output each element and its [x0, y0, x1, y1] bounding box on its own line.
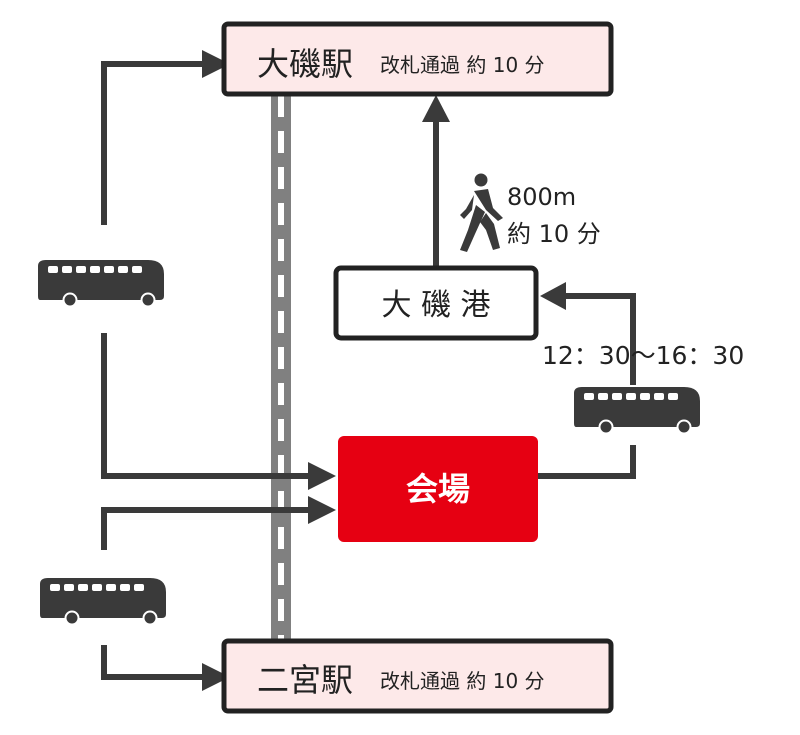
venue-box: 会場: [338, 436, 538, 542]
bus-to-venue-line-lower: [101, 507, 312, 550]
ninomiya-station-box: 二宮駅 改札通過 約 10 分: [221, 638, 614, 714]
walk-distance: 800m: [507, 183, 576, 211]
arrowhead-to-port: [540, 282, 566, 310]
oiso-station-name: 大磯駅: [257, 45, 353, 83]
arrowhead-to-oiso: [202, 50, 230, 78]
oiso-station-to-bus-line: [101, 61, 206, 225]
ninomiya-station-note: 改札通過 約 10 分: [380, 669, 545, 693]
arrowhead-to-ninomiya: [202, 663, 230, 691]
walking-person-icon: [460, 173, 503, 252]
arrowhead-walk-up: [422, 95, 450, 122]
shuttle-hours: 12：30〜16：30: [542, 341, 744, 370]
venue-to-shuttle-line: [538, 445, 636, 479]
walk-time: 約 10 分: [507, 220, 601, 248]
bus-icon: [40, 578, 166, 626]
bus-icon: [574, 387, 700, 435]
railway-line: [271, 90, 291, 650]
route-arrowheads: [202, 50, 566, 691]
bus-to-ninomiya-line: [101, 645, 206, 680]
ninomiya-station-name: 二宮駅: [257, 661, 353, 699]
venue-name: 会場: [406, 470, 470, 508]
oiso-station-note: 改札通過 約 10 分: [380, 53, 545, 77]
oiso-port-box: 大 磯 港: [333, 265, 539, 341]
arrowhead-to-venue-lower: [308, 496, 336, 524]
oiso-station-box: 大磯駅 改札通過 約 10 分: [221, 21, 614, 97]
route-lines: [101, 61, 636, 680]
shuttle-to-port-line: [562, 293, 636, 385]
arrowhead-to-venue-upper: [308, 462, 336, 490]
port-name: 大 磯 港: [381, 288, 490, 323]
bus-to-venue-line-upper: [101, 333, 312, 479]
bus-icon: [38, 260, 164, 308]
